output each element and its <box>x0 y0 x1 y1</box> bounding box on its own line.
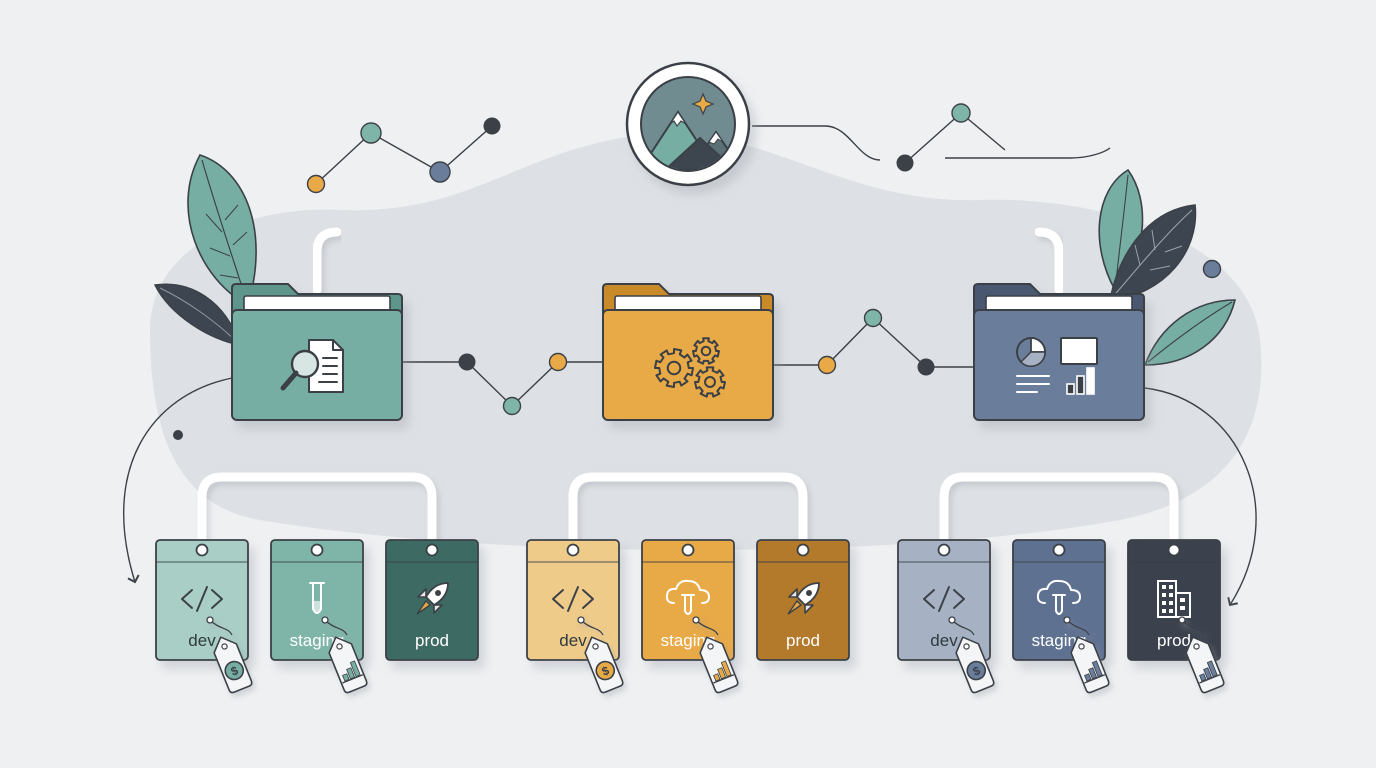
dollar-icon: $ <box>224 660 245 681</box>
env-label: dev <box>930 631 958 650</box>
root-node <box>625 61 751 187</box>
decorative-dot-chains <box>122 103 1257 607</box>
env-label: staging <box>661 631 716 650</box>
cloud-test-tube-icon <box>665 579 710 615</box>
leaf-dark-left <box>153 283 242 346</box>
folder-analytics[interactable] <box>973 283 1145 421</box>
leaves-left <box>153 154 257 346</box>
code-icon <box>181 586 223 612</box>
env-label: dev <box>188 631 216 650</box>
leaf-teal-left <box>187 154 257 307</box>
price-tag <box>1063 616 1110 694</box>
env-documents-prod[interactable]: prod <box>385 539 479 661</box>
env-analytics-staging[interactable]: staging <box>1012 539 1110 694</box>
cloud-test-tube-icon <box>1036 579 1081 615</box>
bar-chart-icon <box>713 660 735 684</box>
tree-connectors <box>197 181 1179 553</box>
svg-text:$: $ <box>229 663 241 679</box>
env-label: prod <box>415 631 449 650</box>
analytics-report-icon <box>1016 337 1098 395</box>
rocket-icon <box>416 582 449 615</box>
bar-chart-icon <box>342 660 364 684</box>
document-search-icon <box>280 339 344 393</box>
price-tag: $ <box>206 616 253 694</box>
env-settings-staging[interactable]: staging <box>641 539 739 694</box>
code-icon <box>552 586 594 612</box>
code-icon <box>923 586 965 612</box>
env-settings-dev[interactable]: dev $ <box>526 539 624 694</box>
svg-text:$: $ <box>600 663 612 679</box>
price-tag <box>692 616 739 694</box>
group-documents: dev $ staging prod <box>155 283 479 694</box>
leaf-teal-right-bottom <box>1143 299 1237 366</box>
dollar-icon: $ <box>966 660 987 681</box>
env-label: staging <box>290 631 345 650</box>
svg-text:$: $ <box>971 663 983 679</box>
group-settings: dev $ staging prod <box>526 283 850 694</box>
env-analytics-prod[interactable]: prod <box>1127 539 1225 694</box>
folder-settings[interactable] <box>602 283 774 421</box>
env-settings-prod[interactable]: prod <box>756 539 850 661</box>
rocket-icon <box>787 582 820 615</box>
env-analytics-dev[interactable]: dev $ <box>897 539 995 694</box>
env-label: staging <box>1032 631 1087 650</box>
env-label: prod <box>786 631 820 650</box>
curved-arrow-right <box>1144 387 1257 607</box>
leaves-right <box>1098 168 1237 366</box>
bar-chart-icon <box>1084 660 1106 684</box>
env-label: dev <box>559 631 587 650</box>
dollar-icon: $ <box>595 660 616 681</box>
test-tube-icon <box>309 582 325 614</box>
group-analytics: dev $ staging prod <box>897 283 1225 694</box>
price-tag <box>1178 616 1225 694</box>
leaf-dark-right <box>1109 204 1197 301</box>
env-label: prod <box>1157 631 1191 650</box>
price-tag: $ <box>948 616 995 694</box>
env-documents-staging[interactable]: staging <box>270 539 368 694</box>
folder-documents[interactable] <box>231 283 403 421</box>
price-tag: $ <box>577 616 624 694</box>
price-tag <box>321 616 368 694</box>
env-documents-dev[interactable]: dev $ <box>155 539 253 694</box>
curved-arrow-left <box>122 377 233 584</box>
bar-chart-icon <box>1199 660 1221 684</box>
gears-icon <box>654 337 726 398</box>
groups-layer: dev $ staging prod dev $ staging prod dev $ stagin… <box>155 283 1225 694</box>
